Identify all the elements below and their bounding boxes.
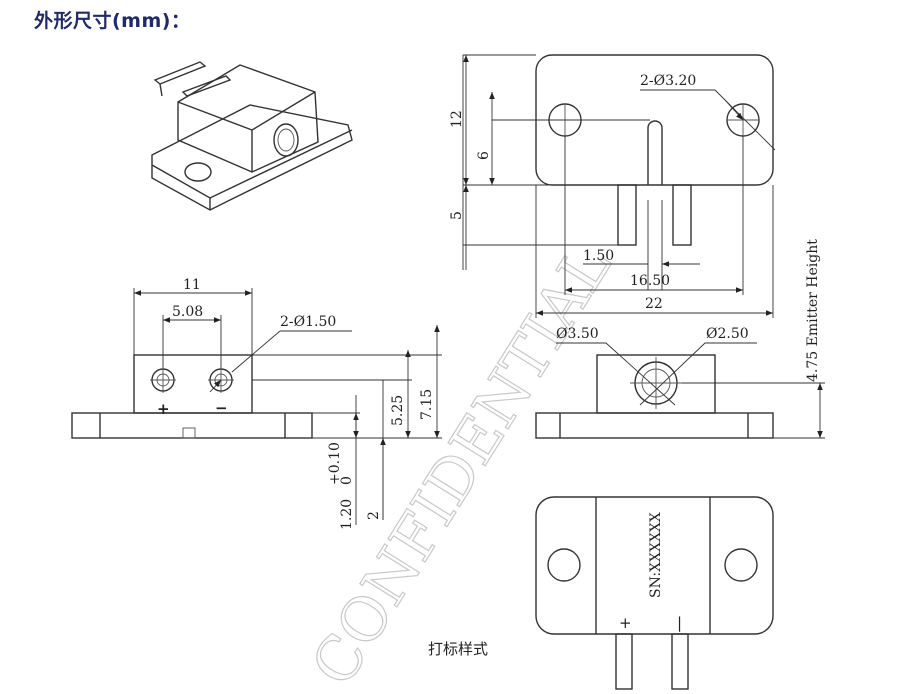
side-d250: Ø2.50 [706, 326, 749, 342]
front-view: + − 11 5.08 2-Ø1.50 7.15 5.25 2 1.20 +0.… [71, 277, 442, 530]
marking-plus: + [619, 614, 632, 632]
watermark: CONFIDENTIAL [298, 233, 625, 694]
marking-minus: | [677, 614, 682, 632]
emitter-height: 4.75 Emitter Height [805, 239, 821, 382]
side-d350: Ø3.50 [556, 326, 599, 342]
front-pin-spec: 2-Ø1.50 [280, 314, 336, 330]
dim-22: 22 [645, 296, 663, 312]
marking-view: SN:XXXXXX + | [535, 496, 774, 690]
dim-5-25: 5.25 [390, 395, 406, 426]
dim-2: 2 [366, 511, 382, 520]
top-view: 12 6 5 2-Ø3.20 1.50 16.50 22 [449, 54, 776, 318]
dim-16-50: 16.50 [630, 273, 670, 289]
marking-caption: 打标样式 [428, 640, 488, 658]
dim-6: 6 [476, 151, 492, 160]
plus-label: + [157, 400, 170, 418]
isometric-view [151, 61, 353, 211]
dim-11: 11 [183, 277, 201, 293]
tol-upper: +0.10 [327, 442, 343, 485]
page-title: 外形尺寸(mm)： [34, 10, 191, 32]
minus-label: − [215, 399, 228, 417]
dim-5-08: 5.08 [172, 304, 203, 320]
dim-1-50: 1.50 [583, 248, 614, 264]
side-view: Ø3.50 Ø2.50 4.75 Emitter Height [535, 239, 825, 439]
marking-text: SN:XXXXXX [648, 512, 664, 598]
dim-1-20: 1.20 [339, 499, 355, 530]
dim-12: 12 [449, 110, 465, 128]
top-hole-spec: 2-Ø3.20 [640, 73, 696, 89]
tol-lower: 0 [339, 476, 355, 485]
dim-5: 5 [449, 211, 465, 220]
dim-7-15: 7.15 [419, 389, 435, 420]
